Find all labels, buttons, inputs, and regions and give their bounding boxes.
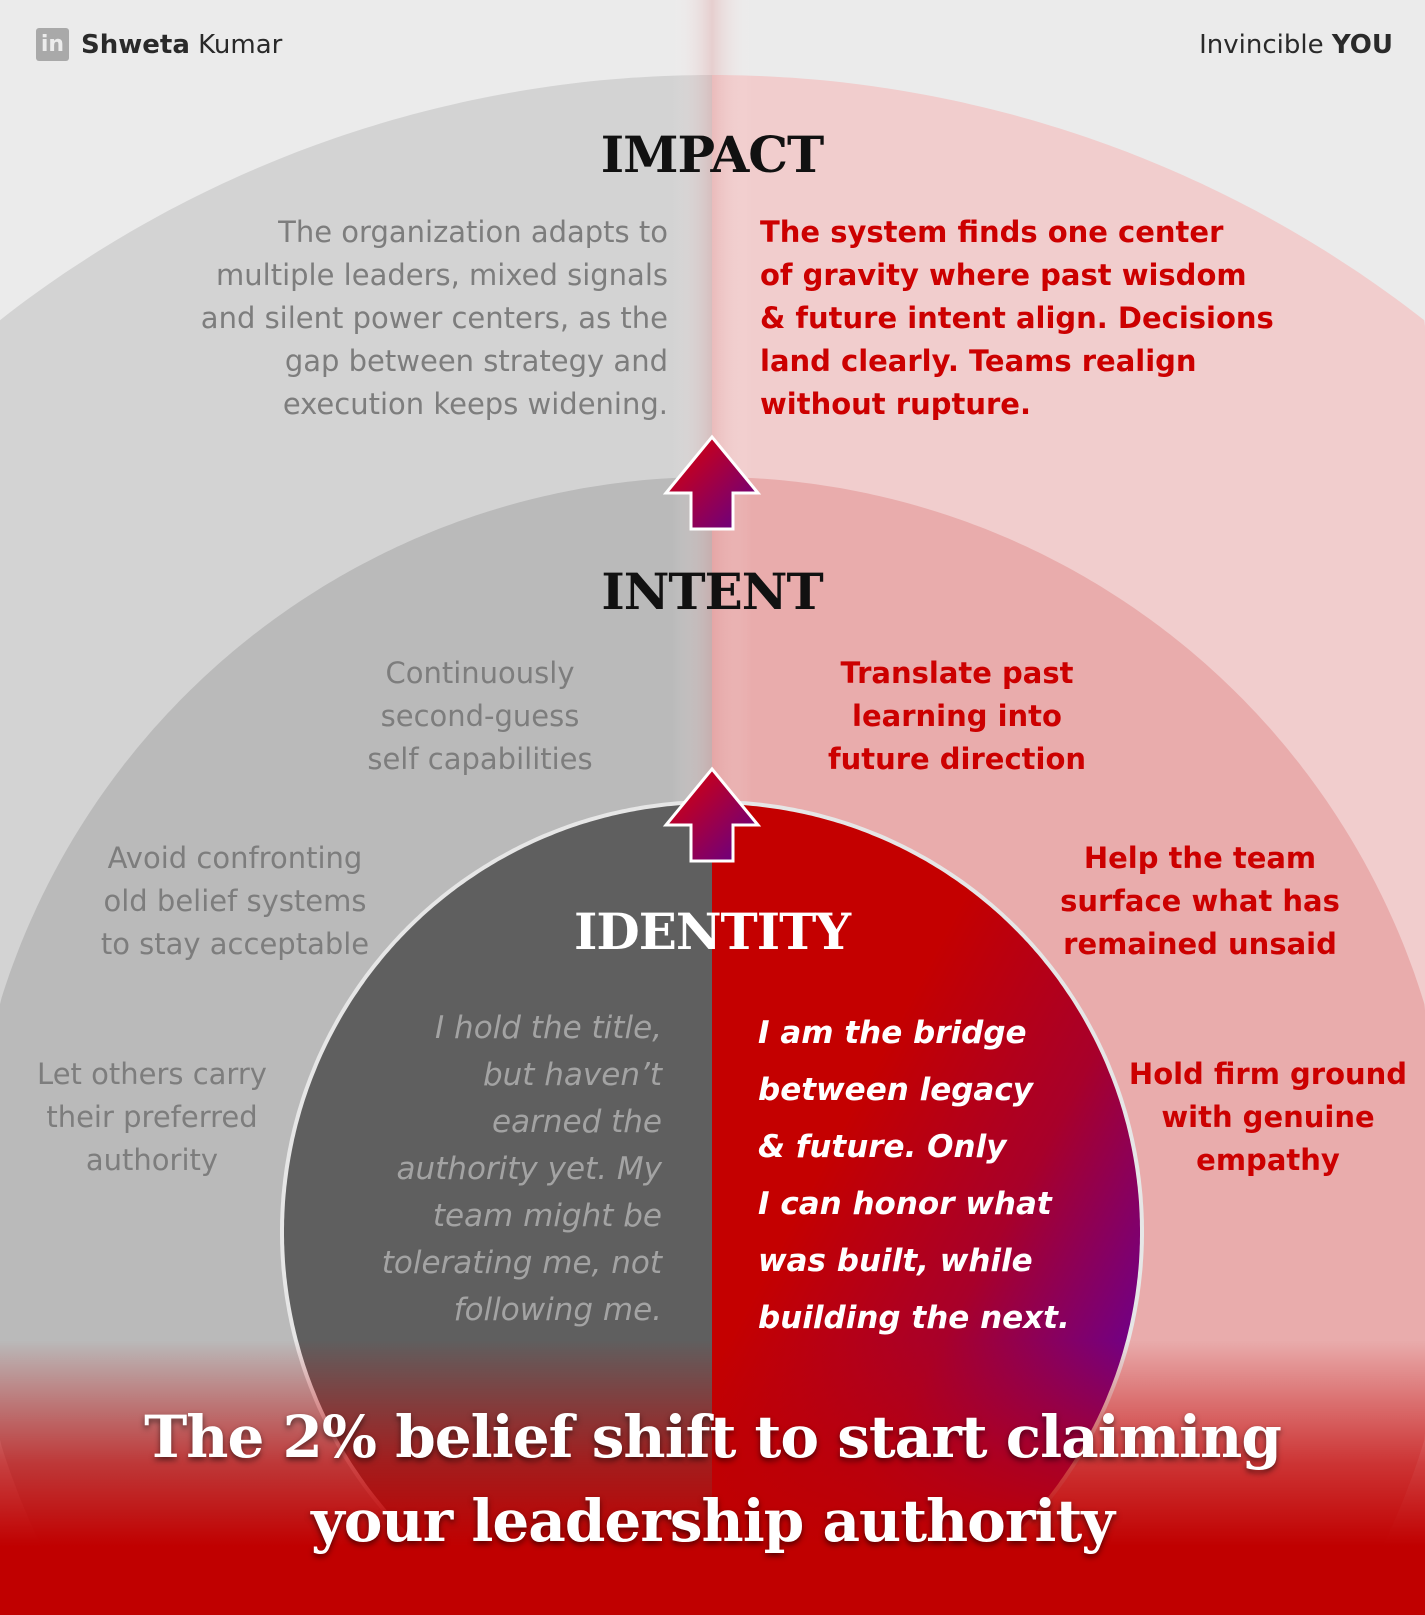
text-line: land clearly. Teams realign [760,344,1197,378]
intent-right-item: Translate past learning into future dire… [807,652,1107,781]
impact-title: IMPACT [600,125,825,184]
text-line: of gravity where past wisdom [760,258,1247,292]
text-line: execution keeps widening. [282,387,668,421]
text-line: future direction [827,742,1087,776]
text-line: The organization adapts to [278,215,668,249]
identity-title: IDENTITY [573,902,851,961]
arrow-up-icon [662,766,762,863]
text-line: old belief systems [103,884,367,918]
text-line: gap between strategy and [284,344,668,378]
footer-title: The 2% belief shift to start claiming yo… [0,1395,1425,1563]
footer-banner [0,1340,1425,1615]
text-line: self capabilities [367,742,593,776]
intent-left-item: Continuously second-guess self capabilit… [330,652,630,781]
text-line: Help the team [1083,841,1317,875]
text-line: between legacy [758,1072,1033,1108]
footer-title-line: The 2% belief shift to start claiming [144,1403,1282,1471]
linkedin-icon[interactable]: in [36,28,69,61]
text-line: and silent power centers, as the [200,301,668,335]
author-last-name: Kumar [198,29,283,60]
text-line: I can honor what [758,1186,1052,1222]
text-line: authority yet. My [396,1151,663,1187]
identity-left-text: I hold the title, but haven’t earned the… [262,1005,662,1334]
author-brand: in Shweta Kumar [36,28,282,61]
text-line: following me. [453,1292,662,1328]
intent-left-item: Let others carry their preferred authori… [2,1053,302,1182]
text-line: was built, while [758,1243,1033,1279]
arrow-up-icon [662,434,762,531]
text-line: Avoid confronting [107,841,363,875]
text-line: second-guess [380,699,580,733]
text-line: Translate past [840,656,1074,690]
text-line: multiple leaders, mixed signals [216,258,668,292]
text-line: earned the [492,1104,662,1140]
text-line: The system finds one center [760,215,1224,249]
tagline-bold: YOU [1331,30,1393,60]
impact-left-text: The organization adapts to multiple lead… [68,211,668,426]
text-line: with genuine [1161,1100,1375,1134]
text-line: Let others carry [37,1057,267,1091]
intent-right-item: Hold firm ground with genuine empathy [1118,1053,1418,1182]
text-line: remained unsaid [1063,927,1337,961]
text-line: but haven’t [482,1057,662,1093]
text-line: & future intent align. Decisions [760,301,1274,335]
impact-right-text: The system finds one center of gravity w… [760,211,1380,426]
text-line: building the next. [758,1300,1070,1336]
footer-title-line: your leadership authority [311,1487,1115,1555]
text-line: their preferred [46,1100,258,1134]
text-line: Continuously [385,656,575,690]
intent-title: INTENT [601,562,823,621]
text-line: authority [85,1143,219,1177]
text-line: Hold firm ground [1128,1057,1408,1091]
intent-right-item: Help the team surface what has remained … [1050,837,1350,966]
text-line: & future. Only [758,1129,1007,1165]
identity-right-text: I am the bridge between legacy & future.… [758,1005,1158,1347]
text-line: I hold the title, [435,1010,662,1046]
tagline: Invincible YOU [1199,30,1393,60]
text-line: learning into [852,699,1062,733]
author-first-name: Shweta [81,29,190,60]
text-line: surface what has [1060,884,1340,918]
text-line: without rupture. [760,387,1031,421]
text-line: team might be [432,1198,662,1234]
intent-left-item: Avoid confronting old belief systems to … [85,837,385,966]
text-line: tolerating me, not [381,1245,662,1281]
text-line: empathy [1196,1143,1340,1177]
text-line: to stay acceptable [100,927,370,961]
tagline-regular: Invincible [1199,30,1324,60]
text-line: I am the bridge [758,1015,1027,1051]
